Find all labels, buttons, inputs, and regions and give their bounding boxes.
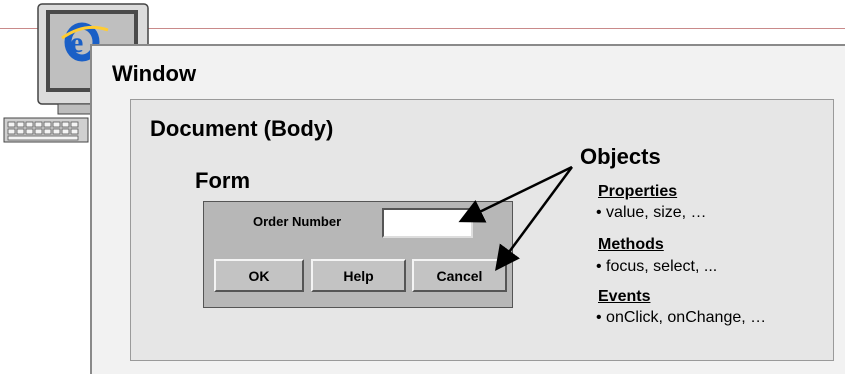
objects-title: Objects <box>580 144 661 169</box>
methods-heading: Methods <box>598 236 664 253</box>
browser-logo-icon: e <box>61 22 109 62</box>
cancel-button[interactable]: Cancel <box>412 259 507 292</box>
svg-text:e: e <box>70 26 83 59</box>
help-button[interactable]: Help <box>311 259 406 292</box>
order-number-label: Order Number <box>253 214 342 229</box>
events-heading: Events <box>598 288 651 305</box>
ok-button[interactable]: OK <box>214 259 304 292</box>
form-title: Form <box>195 168 250 193</box>
document-title: Document (Body) <box>150 116 334 141</box>
methods-item: • focus, select, ... <box>596 258 718 275</box>
order-number-input[interactable] <box>382 208 473 238</box>
header-rule <box>0 28 845 29</box>
window-title: Window <box>112 61 197 86</box>
events-item: • onClick, onChange, … <box>596 309 767 326</box>
properties-item: • value, size, … <box>596 204 707 221</box>
properties-heading: Properties <box>598 183 678 200</box>
